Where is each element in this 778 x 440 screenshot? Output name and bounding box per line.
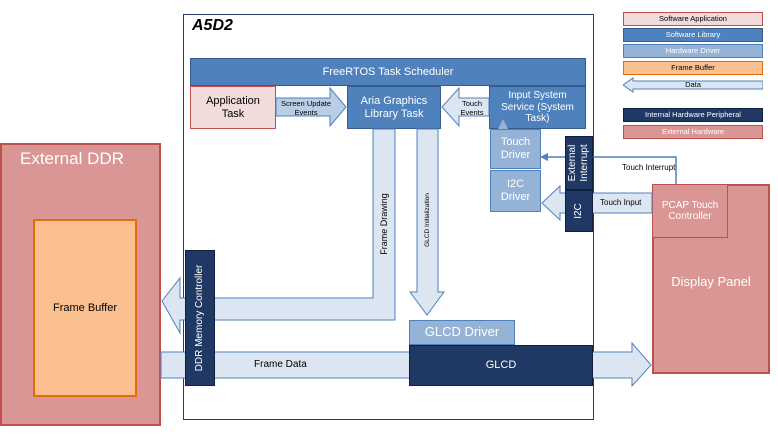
freertos-task-scheduler: FreeRTOS Task Scheduler — [190, 58, 586, 86]
application-task: Application Task — [190, 86, 276, 129]
legend-external-hardware: External Hardware — [623, 125, 763, 139]
i2c-peripheral-text: I2C — [573, 203, 584, 219]
ddr-memory-controller-text: DDR Memory Controller — [194, 264, 205, 372]
glcd-init-label: GLCD Initialization — [424, 193, 431, 247]
screen-update-label: Screen Update Events — [280, 99, 332, 117]
touch-interrupt-label: Touch Interrupt — [622, 163, 676, 172]
i2c-peripheral-overlay — [565, 190, 593, 232]
touch-events-label: Touch Events — [460, 99, 484, 117]
i2c-driver: I2C Driver — [490, 170, 541, 212]
screen-update-arrow — [275, 86, 347, 128]
legend-internal-hardware-peripheral: Internal Hardware Peripheral — [623, 108, 763, 122]
external-interrupt-text: External Interrupt — [567, 144, 590, 182]
ddr-memory-controller-overlay — [185, 250, 215, 386]
legend-software-library: Software Library — [623, 28, 763, 42]
touch-interrupt-head — [540, 153, 548, 161]
frame-drawing-label: Frame Drawing — [379, 193, 389, 255]
legend-hardware-driver: Hardware Driver — [623, 44, 763, 58]
touch-driver: Touch Driver — [490, 129, 541, 169]
touch-driver-up-arrow — [498, 119, 508, 129]
display-panel-label: Display Panel — [671, 273, 751, 289]
glcd: GLCD — [409, 345, 593, 386]
frame-data-label: Frame Data — [254, 359, 307, 370]
legend-frame-buffer: Frame Buffer — [623, 61, 763, 75]
glcd-driver: GLCD Driver — [409, 320, 515, 345]
touch-input-label: Touch Input — [600, 198, 642, 207]
frame-buffer: Frame Buffer — [33, 219, 137, 397]
aria-graphics-library-task: Aria Graphics Library Task — [347, 86, 441, 129]
input-system-service: Input System Service (System Task) — [489, 86, 586, 129]
external-interrupt-overlay — [565, 136, 593, 190]
pcap-touch-controller: PCAP Touch Controller — [652, 184, 728, 238]
legend-data-label: Data — [685, 79, 701, 89]
legend-software-application: Software Application — [623, 12, 763, 26]
external-ddr-label: External DDR — [20, 149, 124, 168]
touch-events-arrow — [441, 86, 490, 128]
chip-title: A5D2 — [192, 17, 233, 34]
legend-data-arrow — [623, 77, 763, 93]
legend: Software Application Software Library Ha… — [623, 12, 763, 142]
glcd-init-arrow — [409, 128, 445, 316]
